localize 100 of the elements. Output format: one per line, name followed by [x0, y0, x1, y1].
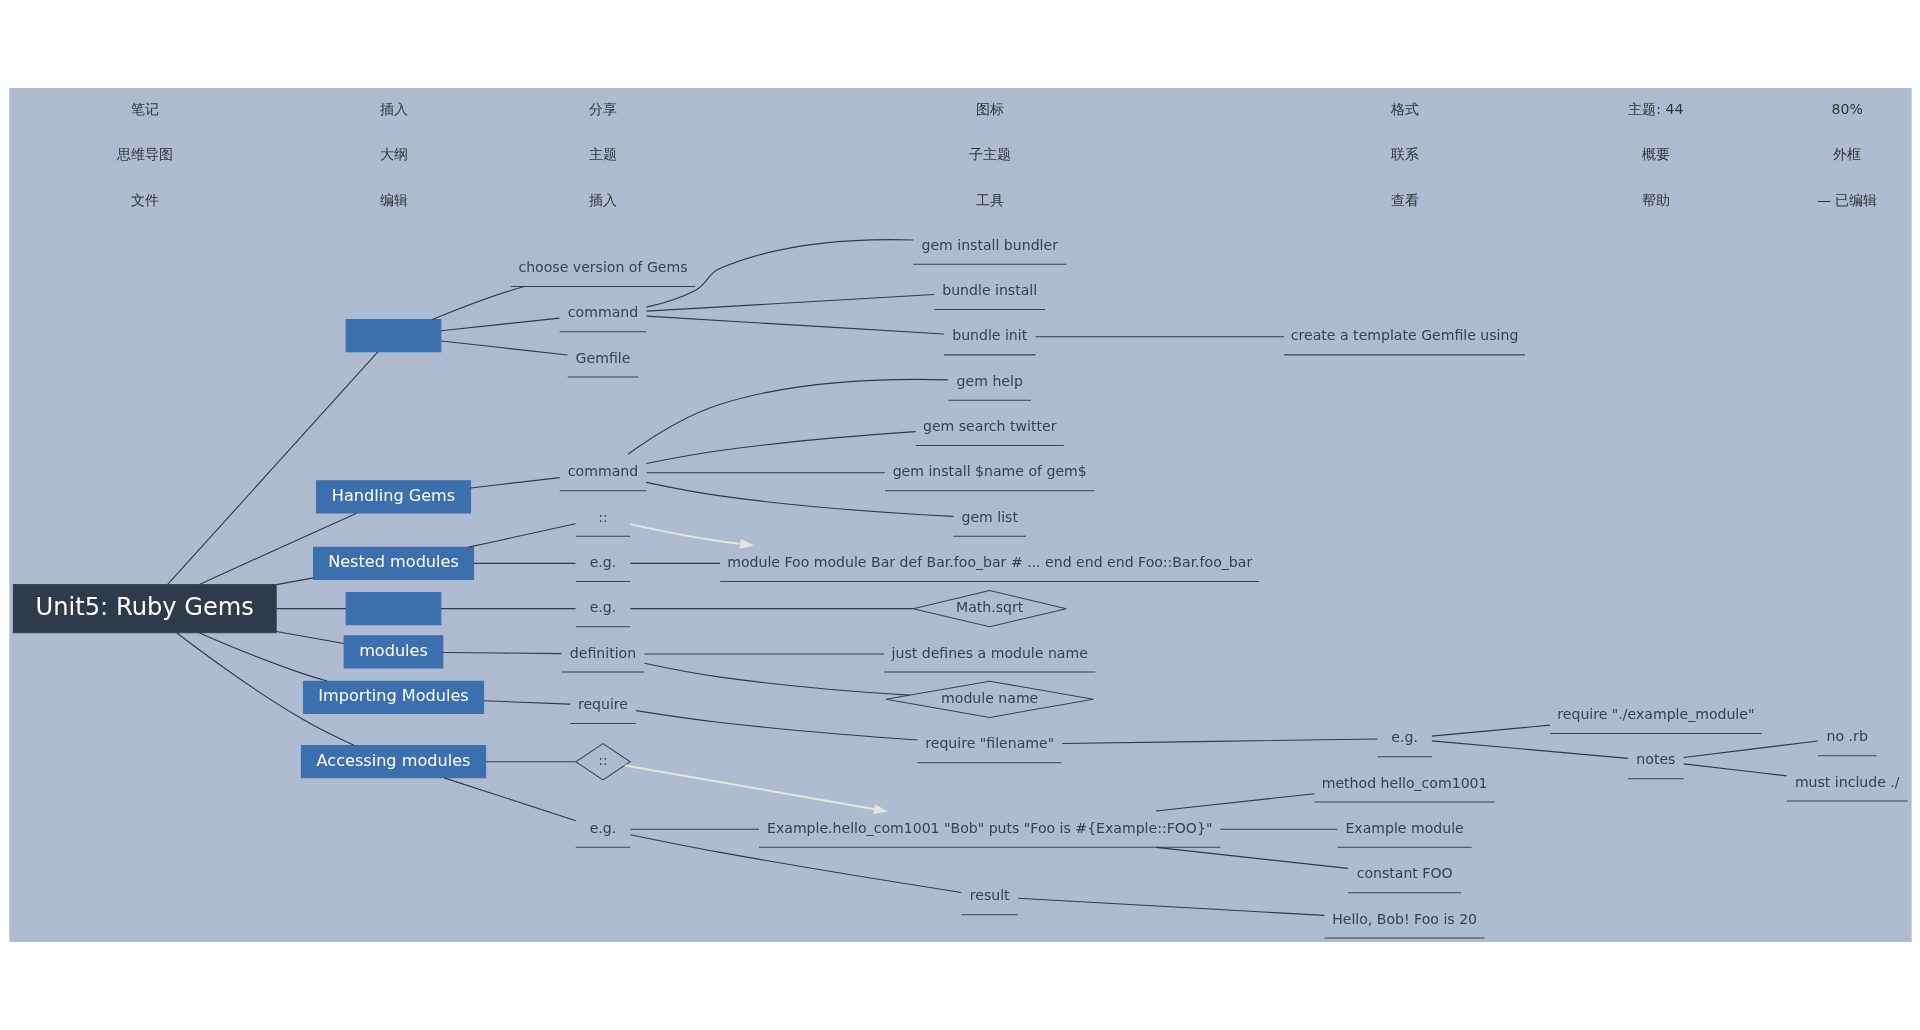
connector: [441, 651, 562, 655]
node-text: definition: [569, 644, 636, 661]
node-text: e.g.: [589, 599, 616, 616]
label: — 已编辑: [1816, 191, 1878, 208]
connector: [643, 653, 884, 655]
node-text: Hello, Bob! Foo is 20: [1331, 910, 1477, 927]
node-text: require "./example_module": [1556, 706, 1754, 723]
connector: [275, 631, 345, 644]
node-text: Example.hello_com1001 "Bob" puts "Foo is #{Example::FOO}": [766, 819, 1212, 836]
node-box: modules: [343, 635, 443, 669]
arrow: [624, 764, 888, 814]
node-text: require: [577, 696, 628, 713]
connector: [1034, 336, 1285, 338]
connector: [634, 710, 918, 741]
node-box: Accessing modules: [300, 745, 486, 779]
connector: [1154, 846, 1349, 869]
connector: [440, 340, 568, 356]
node-text: command: [567, 463, 638, 480]
node-text: result: [969, 887, 1010, 904]
connector: [626, 378, 949, 455]
node-box: [345, 592, 441, 626]
connector: [443, 777, 576, 822]
connector: [1154, 793, 1315, 812]
connector: [1430, 740, 1628, 759]
label: 子主题: [968, 146, 1011, 163]
label: 思维导图: [116, 146, 173, 163]
node-diamond: ::: [574, 743, 631, 781]
node-box: Importing Modules: [302, 680, 484, 714]
label: 分享: [588, 100, 617, 117]
label: 格式: [1390, 100, 1419, 117]
connector: [643, 662, 910, 696]
node-text: module Foo module Bar def Bar.foo_bar # ... end end end Foo::Bar.foo_bar: [726, 554, 1252, 571]
node-text: constant FOO: [1356, 865, 1453, 882]
connector: [645, 481, 954, 517]
label: 文件: [130, 191, 159, 208]
node-text: Example module: [1344, 819, 1464, 836]
node-box: Nested modules: [312, 546, 474, 580]
connector: [198, 632, 328, 682]
label: 笔记: [130, 100, 159, 117]
node-text: bundle install: [941, 282, 1037, 299]
connector: [1219, 828, 1338, 830]
connector: [431, 285, 525, 321]
node-text: command: [567, 304, 638, 321]
label: 插入: [379, 100, 408, 117]
node-text: must include ./: [1794, 773, 1900, 790]
connector: [275, 608, 347, 610]
connector: [1061, 738, 1378, 745]
node-text: create a template Gemfile using: [1290, 327, 1518, 344]
node-text: e.g.: [589, 554, 616, 571]
connector: [484, 761, 576, 763]
label: 主题: 44: [1627, 100, 1683, 117]
label: 插入: [588, 191, 617, 208]
connector: [1017, 897, 1325, 916]
connector: [467, 523, 576, 548]
connector: [645, 239, 914, 308]
connector: [472, 562, 576, 564]
connector: [482, 700, 571, 705]
connector: [645, 315, 944, 335]
node-box: Handling Gems: [315, 480, 471, 514]
node-text: require "filename": [924, 735, 1054, 752]
node-text: gem search twitter: [922, 418, 1056, 435]
node-text: gem help: [956, 372, 1023, 389]
label: 帮助: [1641, 191, 1670, 208]
node-text: gem install $name of gem$: [892, 463, 1087, 480]
node-text: no .rb: [1826, 728, 1868, 745]
label: 大纲: [379, 146, 408, 163]
connector: [166, 351, 378, 585]
label: 编辑: [379, 191, 408, 208]
node-text: method hello_com1001: [1321, 774, 1488, 791]
connector: [1682, 763, 1787, 777]
connector: [440, 317, 560, 332]
connector: [629, 828, 760, 830]
node-box: [345, 319, 441, 353]
label: 外框: [1832, 146, 1861, 163]
connector: [175, 632, 355, 746]
connector: [275, 577, 314, 586]
node-text: bundle init: [951, 327, 1027, 344]
connector: [1430, 724, 1551, 737]
connector: [645, 431, 916, 465]
node-diamond: module name: [885, 680, 1094, 718]
label: 查看: [1390, 191, 1419, 208]
connector: [198, 512, 357, 585]
node-text: choose version of Gems: [517, 258, 688, 275]
connector: [645, 472, 885, 474]
node-box: Unit5: Ruby Gems: [12, 584, 277, 634]
label: 图标: [975, 100, 1004, 117]
connector: [629, 608, 913, 610]
label: 主题: [588, 146, 617, 163]
node-text: Gemfile: [575, 349, 630, 366]
arrow: [629, 523, 754, 549]
node-text: gem install bundler: [920, 236, 1058, 253]
node-text: e.g.: [1390, 729, 1418, 746]
connector: [1682, 740, 1818, 758]
node-text: notes: [1635, 751, 1675, 768]
node-diamond: Math.sqrt: [912, 590, 1067, 628]
label: 联系: [1390, 146, 1419, 163]
node-text: ::: [597, 508, 608, 525]
node-text: gem list: [960, 508, 1018, 525]
label: 80%: [1831, 100, 1863, 117]
node-text: just defines a module name: [891, 644, 1088, 661]
